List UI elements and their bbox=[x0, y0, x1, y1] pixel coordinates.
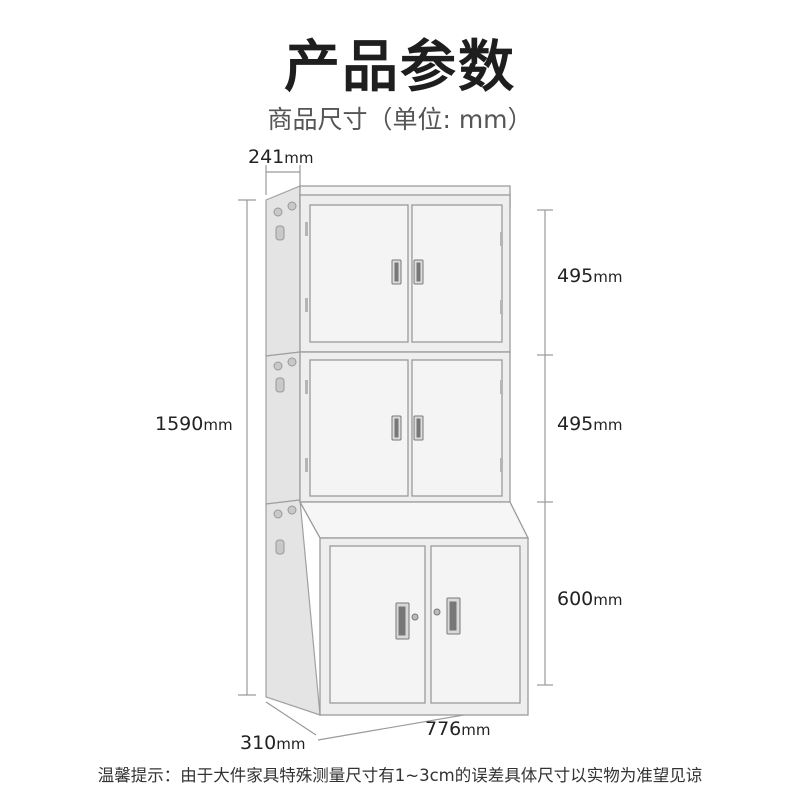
side-connectors bbox=[273, 201, 297, 555]
page-subtitle: 商品尺寸（单位: mm） bbox=[267, 105, 533, 134]
hinges bbox=[305, 222, 503, 472]
height-middle-label: 495mm bbox=[557, 413, 623, 435]
depth-top-label: 241mm bbox=[248, 146, 314, 168]
upper-section bbox=[299, 185, 511, 353]
disclaimer-note: 温馨提示：由于大件家具特殊测量尺寸有1~3cm的误差具体尺寸以实物为准望见谅 bbox=[97, 766, 703, 785]
page-title: 产品参数 bbox=[284, 35, 516, 100]
lower-section bbox=[298, 501, 530, 716]
width-label: 776mm bbox=[425, 718, 491, 740]
height-upper-label: 495mm bbox=[557, 265, 623, 287]
height-lower-label: 600mm bbox=[557, 588, 623, 610]
depth-bottom-label: 310mm bbox=[240, 732, 306, 754]
height-total-label: 1590mm bbox=[155, 413, 233, 435]
middle-section bbox=[299, 351, 511, 503]
door-handles bbox=[391, 259, 461, 640]
dimension-lines bbox=[238, 165, 553, 741]
